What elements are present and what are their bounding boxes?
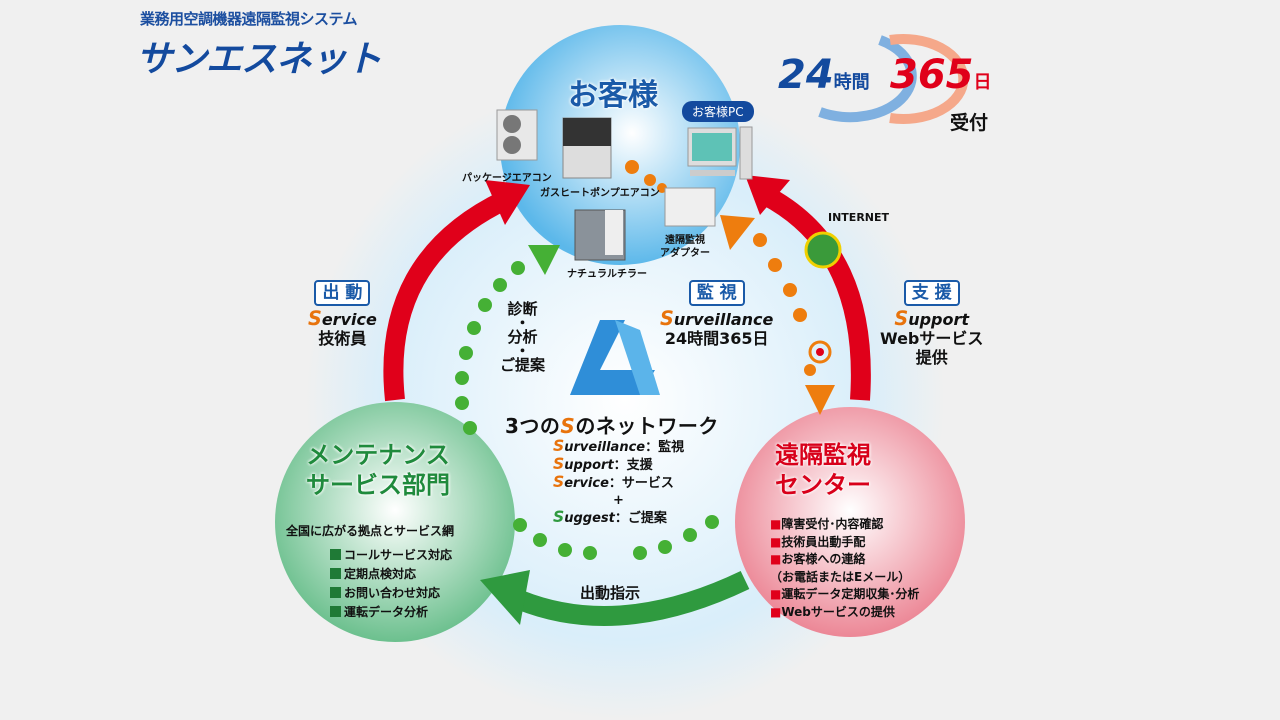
center-circle — [735, 407, 965, 637]
dispatch-instruction-label: 出動指示 — [580, 584, 641, 602]
dispatch-label: 出 動 Service 技術員 — [308, 280, 377, 348]
device-label: ガスヒートポンプエアコン — [540, 188, 660, 199]
maintenance-title: メンテナンスサービス部門 — [306, 441, 450, 499]
device-label: パッケージエアコン — [462, 173, 552, 184]
adapter-image — [664, 187, 716, 227]
three-s-logo-icon — [570, 320, 660, 395]
maintenance-circle — [275, 402, 515, 642]
support-label: 支 援 Support Webサービス 提供 — [880, 280, 983, 367]
center-title: 遠隔監視センター — [775, 441, 871, 499]
network-list: Surveillance：監視 Support：支援 Service：サービス … — [553, 437, 685, 527]
maintenance-list: コールサービス対応 定期点検対応 お問い合わせ対応 運転データ分析 — [330, 546, 452, 622]
maintenance-subtitle: 全国に広がる拠点とサービス網 — [286, 524, 455, 538]
customer-title: お客様 — [568, 78, 658, 113]
globe-icon — [804, 231, 842, 269]
monitor-label: 監 視 Surveillance 24時間365日 — [660, 280, 773, 348]
hours-badge: 24時間 — [778, 52, 870, 98]
customer-pc-badge: お客様PC — [682, 101, 754, 122]
internet-label: INTERNET — [828, 211, 890, 224]
system-subtitle: 業務用空調機器遠隔監視システム — [140, 10, 358, 28]
diagnosis-label: 診断・分析・ご提案 — [500, 300, 546, 374]
brand-logo: サンエスネット — [136, 39, 382, 80]
adapter-label: 遠隔監視アダプター — [660, 235, 710, 259]
days-badge: 365日 — [890, 52, 992, 98]
signal-icon — [808, 340, 832, 364]
reception-label: 受付 — [950, 112, 989, 134]
center-list: ■障害受付･内容確認■技術員出動手配■お客様への連絡（お電話またはEメール）■運… — [770, 517, 920, 619]
network-title: 3つのSのネットワーク — [505, 414, 719, 438]
device-label: ナチュラルチラー — [567, 269, 647, 280]
